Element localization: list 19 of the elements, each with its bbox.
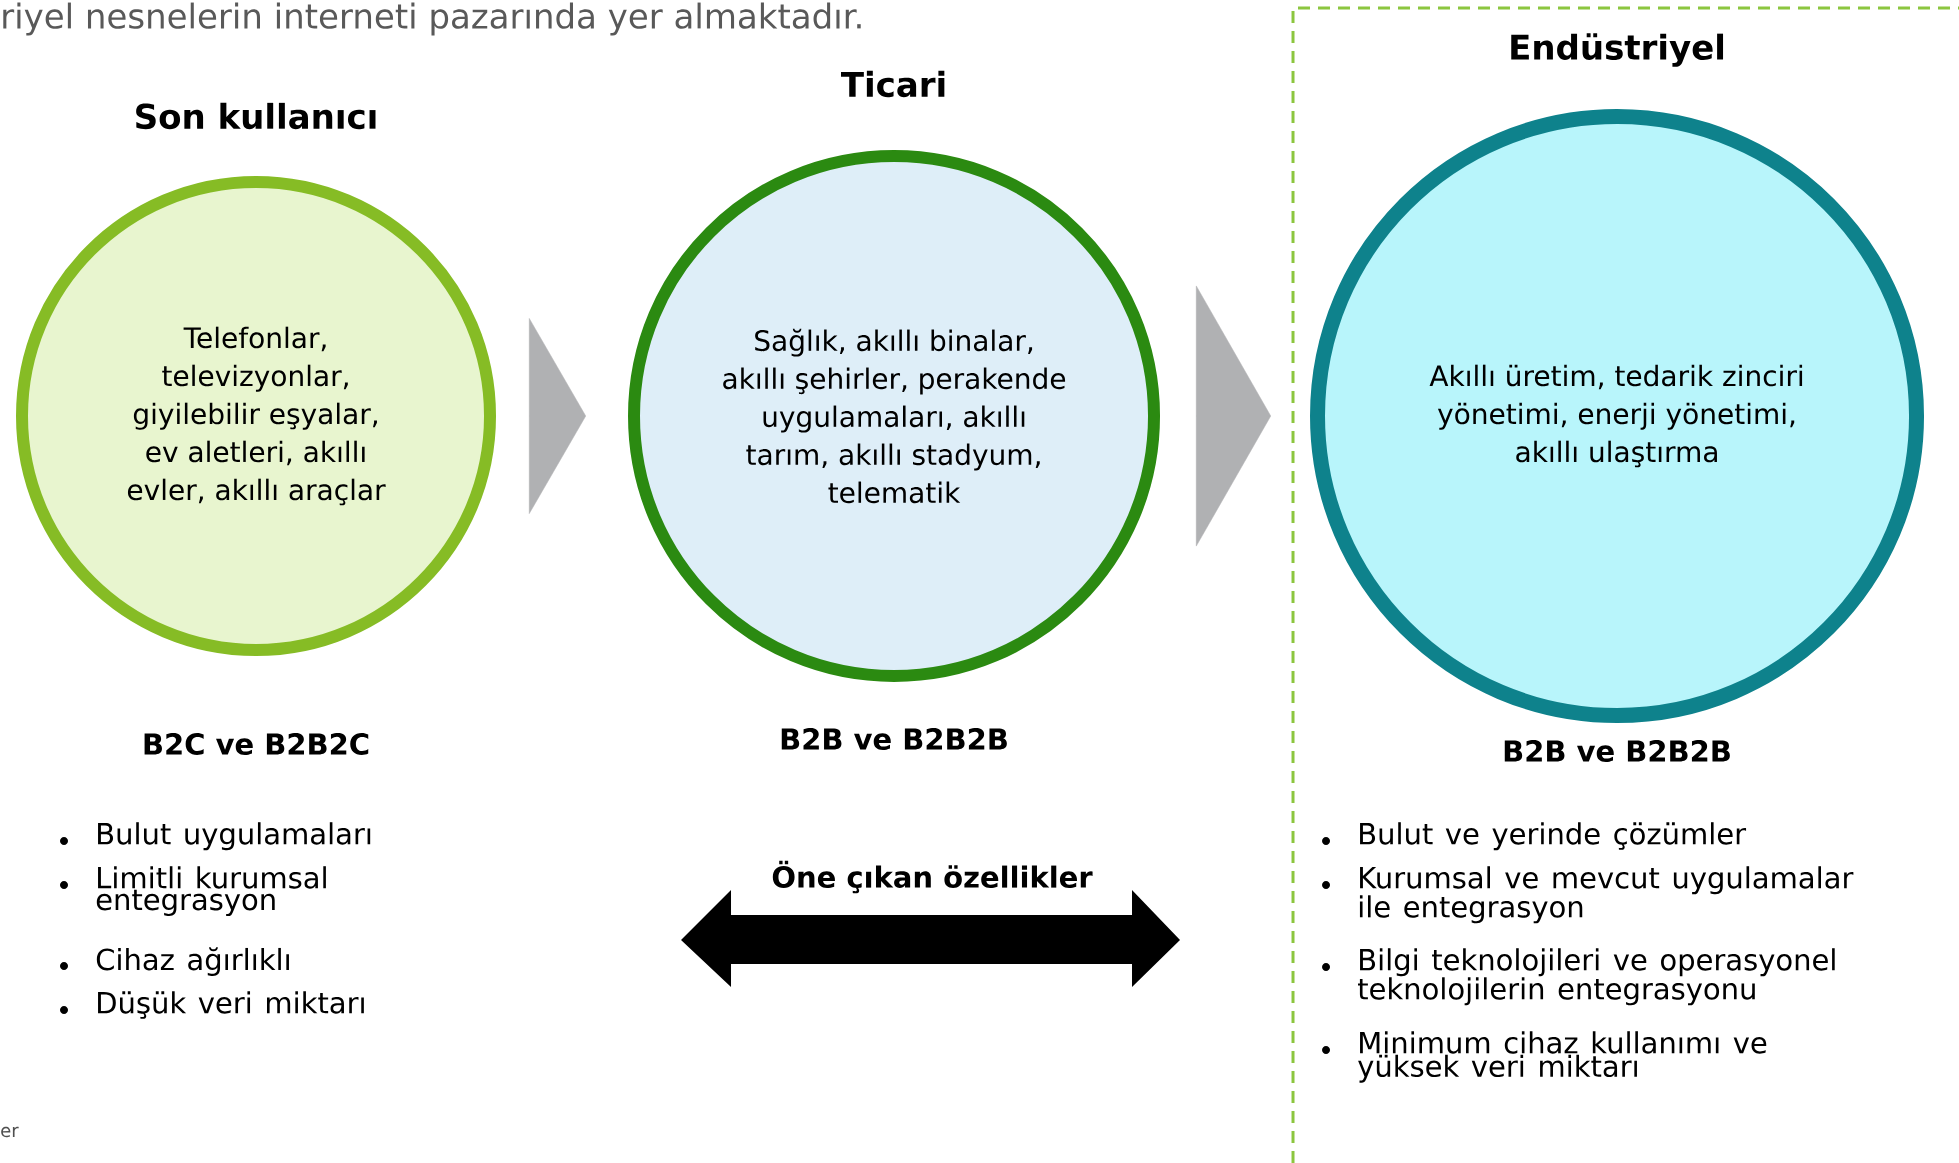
- market-label: B2B ve B2B2B: [781, 728, 1007, 750]
- arrow-label: Öne çıkan özellikler: [772, 860, 1093, 894]
- bullet-item: Düşük veri miktarı: [98, 991, 364, 1019]
- heading: Son kullanıcı: [136, 102, 376, 130]
- footnote-fragment: er: [1, 1126, 19, 1138]
- heading: Endüstriyel: [1511, 33, 1724, 67]
- market-label: B2C ve B2B2C: [144, 733, 369, 755]
- bullet-item: Limitli kurumsal entegrasyon: [96, 866, 326, 917]
- market-label: B2B ve B2B2B: [1504, 740, 1730, 762]
- bullet-item: Bilgi teknolojileri ve operasyonel teknolojilerin entegrasyonu: [1358, 948, 1835, 1006]
- bullet-item: Bulut ve yerinde çözümler: [1360, 822, 1747, 851]
- heading-fragment: riyel nesnelerin interneti pazarında yer almaktadır.: [3, 2, 861, 36]
- heading: Ticari: [841, 70, 945, 98]
- bullet-item: Bulut uygulamaları: [98, 822, 371, 851]
- chevron-arrow: [528, 318, 586, 514]
- bullet-item: Kurumsal ve mevcut uygulamalar ile entegrasyon: [1359, 866, 1854, 924]
- bullet-item: Cihaz ağırlıklı: [96, 947, 289, 976]
- chevron-arrow: [1195, 285, 1271, 547]
- bullet-item: Minimum cihaz kullanımı ve yüksek veri miktarı: [1358, 1031, 1767, 1083]
